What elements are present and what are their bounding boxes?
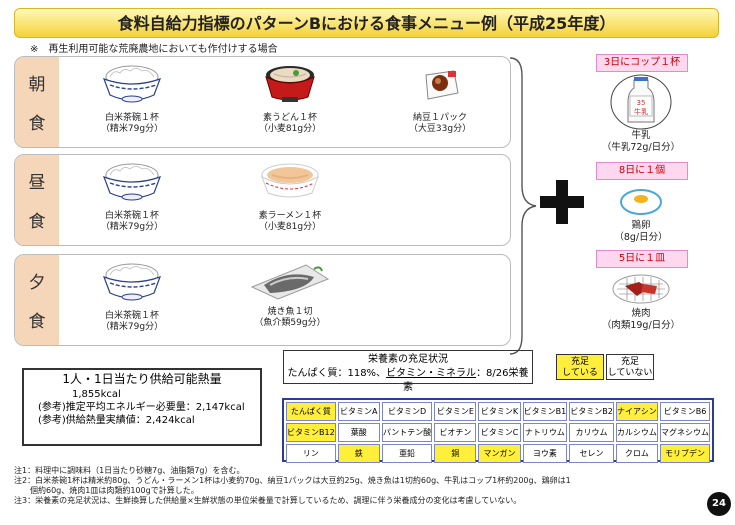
lunch-row: 昼 食 白米茶碗１杯 （精米79g分） 素ラーメン１杯 （小麦81g分）	[14, 154, 511, 246]
nutrient-cell: ビタミンB1	[522, 402, 568, 421]
meat-item: 焼肉 （肉類19g/日分）	[586, 270, 696, 332]
nutrient-cell: カリウム	[569, 423, 614, 442]
egg-frequency: 8日に１個	[596, 162, 688, 180]
breakfast-label: 朝 食	[15, 57, 59, 147]
nutrient-cell: ビタミンB6	[660, 402, 710, 421]
food-item: 焼き魚１切 （魚介類59g分）	[225, 257, 355, 329]
nutrient-cell: ビタミンK	[478, 402, 521, 421]
grilled-meat-icon	[612, 274, 670, 304]
nutrient-cell: ビタミンB12	[286, 423, 336, 442]
milk-frequency: 3日にコップ１杯	[596, 54, 688, 72]
natto-pack-icon	[408, 63, 472, 103]
nutrient-status-detail: たんぱく質：118%、ビタミン・ミネラル：8/26栄養素	[287, 368, 529, 393]
milk-bottle-icon: 35 牛乳	[610, 74, 672, 130]
nutrient-cell: ナトリウム	[522, 423, 568, 442]
brace-divider	[509, 57, 537, 355]
lunch-label: 昼 食	[15, 155, 59, 245]
footnote-3: 注3：栄養素の充足状況は、生鮮換算した供給量×生鮮状態の単位栄養量で計算している…	[14, 496, 522, 505]
page-number: 24	[707, 492, 731, 516]
meat-frequency: 5日に１皿	[596, 250, 688, 268]
nutrient-cell: ビタミンE	[434, 402, 477, 421]
egg-icon	[620, 189, 662, 215]
nutrient-cell: クロム	[615, 444, 658, 463]
nutrient-status: 栄養素の充足状況 たんぱく質：118%、ビタミン・ミネラル：8/26栄養素	[283, 350, 533, 393]
udon-bowl-icon	[258, 63, 322, 103]
rice-bowl-icon	[100, 261, 164, 301]
energy-heading: 1人・1日当たり供給可能熱量	[62, 372, 222, 386]
food-item: 白米茶碗１杯 （精米79g分）	[77, 261, 187, 333]
nutrient-cell: ナイアシン	[615, 402, 658, 421]
svg-text:35: 35	[637, 99, 646, 107]
subnote: ※ 再生利用可能な荒廃農地においても作付けする場合	[30, 44, 278, 55]
legend-unsatisfied: 充足していない	[606, 354, 654, 380]
nutrient-cell: 葉酸	[337, 423, 380, 442]
nutrient-cell: たんぱく質	[286, 402, 336, 421]
nutrient-status-heading: 栄養素の充足状況	[368, 354, 448, 365]
food-item: 素うどん１杯 （小麦81g分）	[235, 63, 345, 135]
breakfast-row: 朝 食 白米茶碗１杯 （精米79g分） 素うどん１杯 （小麦81g分） 納豆１パ…	[14, 56, 511, 148]
nutrient-cell: パントテン酸	[381, 423, 433, 442]
food-item: 白米茶碗１杯 （精米79g分）	[77, 63, 187, 135]
energy-value: 1,855kcal	[72, 389, 121, 400]
food-item: 納豆１パック （大豆33g分）	[385, 63, 495, 135]
nutrient-cell: カルシウム	[615, 423, 658, 442]
footnote-2: 注2：白米茶碗1杯は精米約80g、うどん・ラーメン1杯は小麦約70g、納豆1パッ…	[14, 476, 571, 485]
nutrient-cell: リン	[286, 444, 336, 463]
plus-sign	[540, 180, 584, 224]
svg-text:牛乳: 牛乳	[634, 107, 648, 116]
energy-reference-2: (参考)供給熱量実績値：2,424kcal	[38, 415, 195, 426]
footnotes: 注1：料理中に調味料（1日当たり砂糖7g、油脂類7g）を含む。 注2：白米茶碗1…	[14, 466, 714, 506]
nutrient-cell: 亜鉛	[381, 444, 433, 463]
nutrient-cell: 鉄	[337, 444, 380, 463]
nutrient-cell: 銅	[434, 444, 477, 463]
grilled-fish-icon	[248, 257, 332, 301]
energy-reference-1: (参考)推定平均エネルギー必要量：2,147kcal	[38, 402, 245, 413]
nutrient-cell: ビタミンA	[337, 402, 380, 421]
egg-item: 鶏卵 （8g/日分）	[586, 184, 696, 244]
nutrient-cell: ビオチン	[434, 423, 477, 442]
food-item: 白米茶碗１杯 （精米79g分）	[77, 161, 187, 233]
footnote-2-cont: 個約60g、焼肉1皿は肉類約100gで計算した。	[14, 486, 199, 495]
dinner-label: 夕 食	[15, 255, 59, 345]
nutrient-cell: ヨウ素	[522, 444, 568, 463]
energy-summary: 1人・1日当たり供給可能熱量 1,855kcal (参考)推定平均エネルギー必要…	[22, 368, 262, 446]
nutrient-cell: ビタミンC	[478, 423, 521, 442]
nutrient-cell: マンガン	[478, 444, 521, 463]
dinner-row: 夕 食 白米茶碗１杯 （精米79g分） 焼き魚１切 （魚介類59g分）	[14, 254, 511, 346]
food-item: 素ラーメン１杯 （小麦81g分）	[235, 161, 345, 233]
nutrient-cell: マグネシウム	[660, 423, 710, 442]
rice-bowl-icon	[100, 63, 164, 103]
ramen-bowl-icon	[258, 161, 322, 201]
nutrient-cell: モリブデン	[660, 444, 710, 463]
nutrient-cell: セレン	[569, 444, 614, 463]
footnote-1: 注1：料理中に調味料（1日当たり砂糖7g、油脂類7g）を含む。	[14, 466, 245, 475]
nutrient-cell: ビタミンB2	[569, 402, 614, 421]
legend-satisfied: 充足している	[556, 354, 604, 380]
rice-bowl-icon	[100, 161, 164, 201]
milk-item: 35 牛乳 牛乳 （牛乳72g/日分）	[586, 74, 696, 154]
nutrient-cell: ビタミンD	[381, 402, 433, 421]
page-title: 食料自給力指標のパターンBにおける食事メニュー例（平成25年度）	[14, 8, 719, 38]
